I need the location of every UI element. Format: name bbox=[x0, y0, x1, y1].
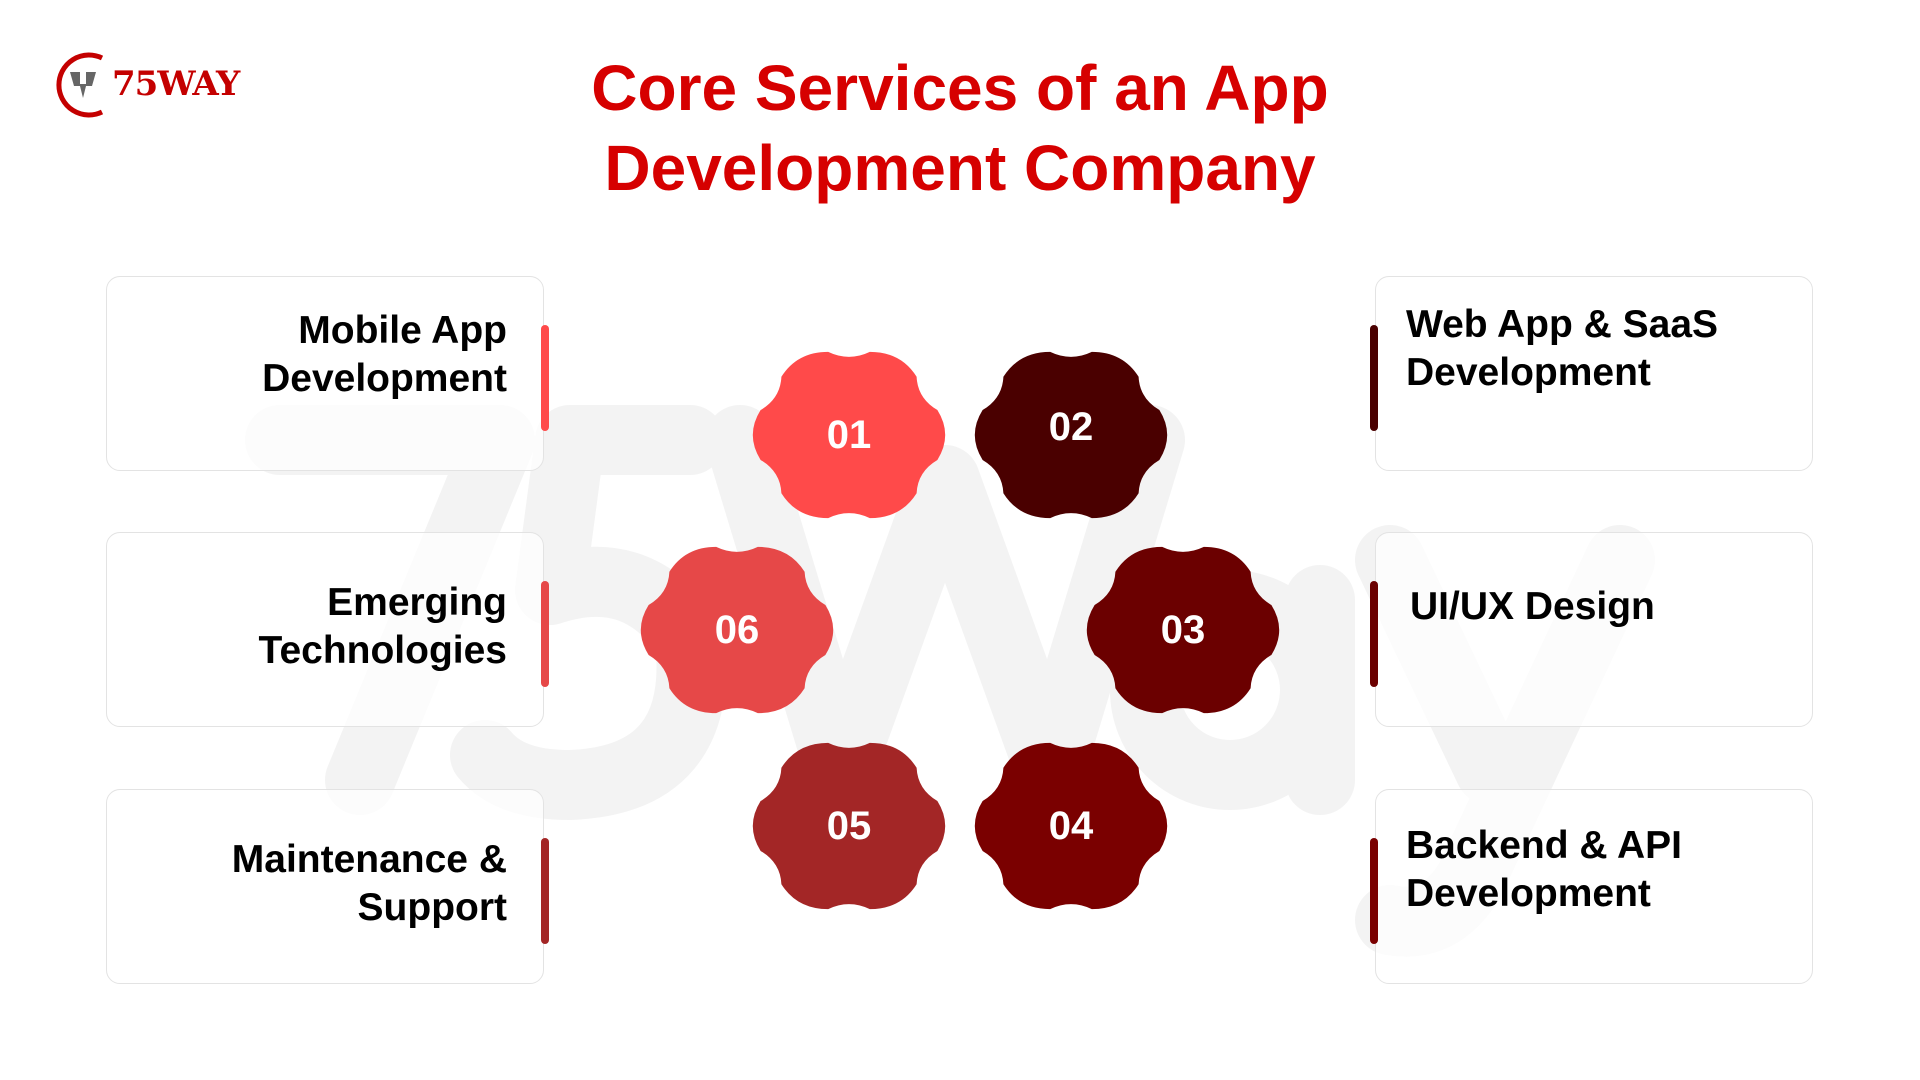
label-line: Development bbox=[262, 357, 507, 400]
label-line: Support bbox=[357, 886, 507, 929]
flower-shape bbox=[974, 742, 1168, 910]
flower-shape bbox=[974, 351, 1168, 519]
flower-shape-icon bbox=[974, 351, 1168, 519]
label-line: Technologies bbox=[258, 629, 507, 672]
logo-ring-icon bbox=[56, 52, 104, 118]
label-line: Development bbox=[1406, 351, 1651, 394]
service-card-maintenance: Maintenance & Support bbox=[106, 789, 549, 984]
step-badge-03: 03 bbox=[1078, 532, 1288, 728]
service-label: Emerging Technologies bbox=[259, 579, 507, 675]
watermark-glyph-5 bbox=[450, 405, 727, 820]
step-badge-06: 06 bbox=[632, 532, 842, 728]
label-line: Maintenance & bbox=[231, 838, 507, 881]
step-badge-02: 02 bbox=[966, 337, 1176, 533]
service-card-emerging-tech: Emerging Technologies bbox=[106, 532, 549, 727]
flower-shape bbox=[1086, 546, 1280, 714]
service-card-web-app: Web App & SaaS Development bbox=[1370, 276, 1813, 471]
page-title: Core Services of an App Development Comp… bbox=[0, 48, 1920, 208]
flower-shape-icon bbox=[752, 742, 946, 910]
service-label: Web App & SaaS Development bbox=[1406, 301, 1718, 397]
service-label: Backend & API Development bbox=[1406, 822, 1682, 918]
step-number: 03 bbox=[1160, 608, 1206, 652]
service-card-ui-ux: UI/UX Design bbox=[1370, 532, 1813, 727]
step-number: 06 bbox=[714, 608, 760, 652]
service-label: Maintenance & Support bbox=[232, 836, 507, 932]
flower-shape-icon bbox=[640, 546, 834, 714]
step-number: 02 bbox=[1048, 405, 1094, 449]
step-number: 01 bbox=[826, 413, 872, 457]
logo-text: 75WAY bbox=[112, 64, 240, 104]
logo: 75WAY bbox=[50, 50, 250, 120]
accent-bar bbox=[1370, 838, 1378, 944]
service-label: Mobile App Development bbox=[262, 307, 507, 403]
step-badge-01: 01 bbox=[744, 337, 954, 533]
flower-shape-icon bbox=[752, 351, 946, 519]
accent-bar bbox=[541, 581, 549, 687]
step-number: 05 bbox=[826, 804, 872, 848]
step-badge-05: 05 bbox=[744, 728, 954, 924]
label-line: UI/UX Design bbox=[1410, 585, 1655, 628]
flower-shape bbox=[640, 546, 834, 714]
accent-bar bbox=[541, 838, 549, 944]
service-card-backend-api: Backend & API Development bbox=[1370, 789, 1813, 984]
step-badge-04: 04 bbox=[966, 728, 1176, 924]
accent-bar bbox=[541, 325, 549, 431]
flower-shape bbox=[752, 351, 946, 519]
title-line-2: Development Company bbox=[604, 132, 1316, 204]
label-line: Backend & API bbox=[1406, 824, 1682, 867]
flower-shape-icon bbox=[974, 742, 1168, 910]
label-line: Mobile App bbox=[298, 309, 507, 352]
accent-bar bbox=[1370, 325, 1378, 431]
label-line: Emerging bbox=[327, 581, 507, 624]
service-card-mobile-app: Mobile App Development bbox=[106, 276, 549, 471]
accent-bar bbox=[1370, 581, 1378, 687]
title-line-1: Core Services of an App bbox=[591, 52, 1329, 124]
label-line: Development bbox=[1406, 872, 1651, 915]
flower-shape bbox=[752, 742, 946, 910]
step-number: 04 bbox=[1048, 804, 1094, 848]
label-line: Web App & SaaS bbox=[1406, 303, 1719, 346]
flower-shape-icon bbox=[1086, 546, 1280, 714]
service-label: UI/UX Design bbox=[1410, 583, 1655, 631]
